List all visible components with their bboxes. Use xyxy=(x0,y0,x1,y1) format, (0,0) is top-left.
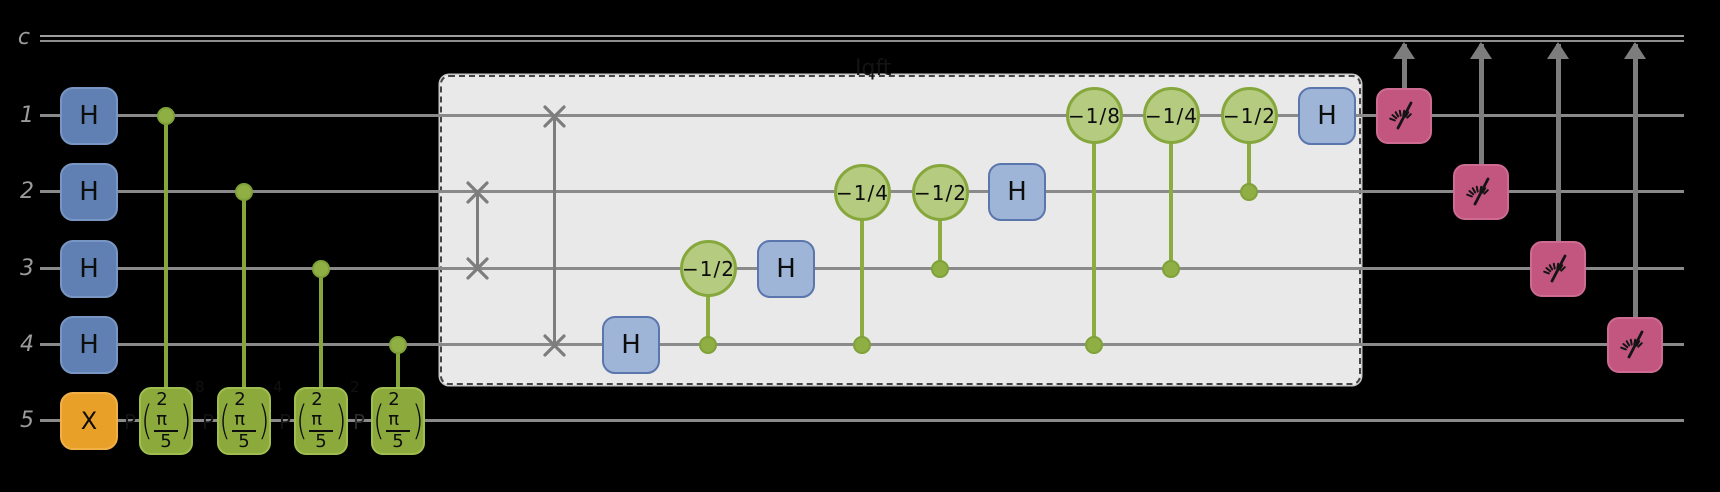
control-line xyxy=(1092,116,1096,345)
measure-gate-q2 xyxy=(1453,164,1509,220)
arrow-up-icon xyxy=(1470,42,1492,59)
control-dot xyxy=(853,336,871,354)
hadamard-gate-q4: H xyxy=(60,316,118,374)
control-dot-q3 xyxy=(312,260,330,278)
measure-arrow-line xyxy=(1633,44,1638,317)
measure-icon xyxy=(1389,101,1413,130)
qubit-label-5: 5 xyxy=(20,408,34,433)
control-line xyxy=(706,269,710,345)
classical-wire-bottom xyxy=(40,40,1684,42)
hadamard-gate-q1: H xyxy=(60,87,118,145)
cp-gate-circle: −1/2 xyxy=(680,240,737,297)
control-line xyxy=(860,192,864,345)
hadamard-gate-iqft-q3: H xyxy=(757,240,815,298)
hadamard-gate-iqft-q2: H xyxy=(988,163,1046,221)
control-dot xyxy=(1085,336,1103,354)
measure-icon xyxy=(1466,177,1490,206)
qubit-label-2: 2 xyxy=(20,179,34,204)
measure-icon xyxy=(1620,330,1644,359)
swap-icon xyxy=(465,256,490,285)
qubit-label-4: 4 xyxy=(20,332,34,357)
qubit-wire-1 xyxy=(40,114,1684,117)
measure-gate-q1 xyxy=(1376,88,1432,144)
phase-gate-prefix: P xyxy=(279,410,292,434)
classical-wire-label: c xyxy=(17,25,30,50)
swap-icon xyxy=(542,104,567,133)
iqft-region-label: Iqft xyxy=(855,56,892,81)
control-line xyxy=(319,269,323,392)
swap-icon xyxy=(542,333,567,362)
measure-arrow-line xyxy=(1556,44,1561,241)
phase-gate-prefix: P xyxy=(124,410,137,434)
arrow-up-icon xyxy=(1547,42,1569,59)
qubit-wire-5 xyxy=(40,419,1684,422)
qubit-label-1: 1 xyxy=(20,103,34,128)
hadamard-gate-q2: H xyxy=(60,163,118,221)
measure-gate-q3 xyxy=(1530,241,1586,297)
cp-gate-circle: −1/2 xyxy=(1221,87,1278,144)
measure-icon xyxy=(1543,254,1567,283)
qubit-label-3: 3 xyxy=(20,256,34,281)
control-line xyxy=(1247,116,1251,193)
control-dot xyxy=(1162,260,1180,278)
phase-gate-exponent: 8 xyxy=(195,378,205,396)
hadamard-gate-q3: H xyxy=(60,240,118,298)
control-line xyxy=(938,192,942,269)
cp-gate-circle: −1/2 xyxy=(912,164,969,221)
hadamard-gate-iqft-q1: H xyxy=(1298,87,1356,145)
phase-gate-prefix: P xyxy=(202,410,215,434)
swap-icon xyxy=(465,180,490,209)
phase-gate-exponent: 4 xyxy=(273,378,283,396)
control-dot-q2 xyxy=(235,183,253,201)
measure-arrow-line xyxy=(1479,44,1484,164)
control-line xyxy=(396,345,400,392)
control-dot xyxy=(1240,183,1258,201)
classical-wire-top xyxy=(40,35,1684,37)
arrow-up-icon xyxy=(1393,42,1415,59)
phase-gate-exponent: 2 xyxy=(350,378,360,396)
cp-gate-circle: −1/8 xyxy=(1066,87,1123,144)
control-dot-q4 xyxy=(389,336,407,354)
control-dot xyxy=(931,260,949,278)
measure-gate-q4 xyxy=(1607,317,1663,373)
hadamard-gate-iqft-q4: H xyxy=(602,316,660,374)
measure-arrow-line xyxy=(1402,44,1407,88)
control-dot-q1 xyxy=(157,107,175,125)
swap-connector xyxy=(476,192,479,269)
arrow-up-icon xyxy=(1624,42,1646,59)
cp-gate-circle: −1/4 xyxy=(1143,87,1200,144)
control-line xyxy=(242,192,246,392)
control-dot xyxy=(699,336,717,354)
cp-gate-circle: −1/4 xyxy=(834,164,891,221)
control-line xyxy=(164,116,168,392)
swap-connector xyxy=(553,116,556,345)
x-gate-q5: X xyxy=(60,392,118,450)
phase-gate-prefix: P xyxy=(353,410,366,434)
iqft-region xyxy=(440,75,1361,385)
control-line xyxy=(1169,116,1173,269)
